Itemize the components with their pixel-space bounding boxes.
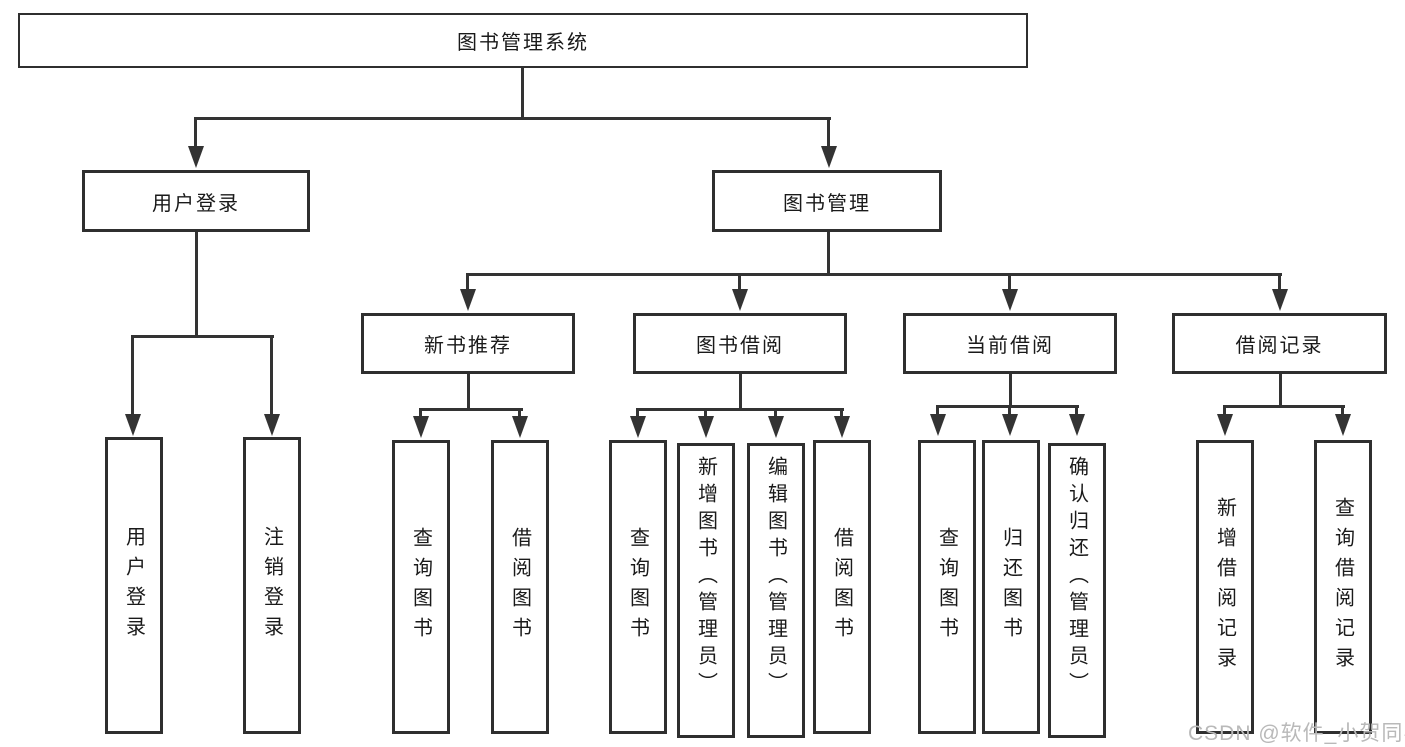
connector-line — [1075, 405, 1078, 419]
connector-line — [195, 117, 831, 120]
connector-line — [270, 335, 273, 417]
arrowhead-icon — [188, 146, 204, 168]
node-book-borrowing: 图书借阅 — [633, 313, 847, 374]
connector-line — [739, 374, 742, 411]
arrowhead-icon — [930, 414, 946, 436]
arrowhead-icon — [698, 416, 714, 438]
leaf-label: 查询图书 — [409, 527, 432, 647]
arrowhead-icon — [512, 416, 528, 438]
connector-line — [1224, 405, 1345, 408]
node-current-borrowing: 当前借阅 — [903, 313, 1117, 374]
arrowhead-icon — [413, 416, 429, 438]
connector-line — [194, 117, 197, 150]
leaf-query-borrow-record: 查询借阅记录 — [1314, 440, 1372, 734]
leaf-query-books: 查询图书 — [609, 440, 667, 734]
leaf-return-books: 归还图书 — [982, 440, 1040, 734]
leaf-add-books-admin: 新增图书（管理员） — [677, 443, 735, 738]
arrowhead-icon — [1272, 289, 1288, 311]
connector-line — [466, 273, 469, 292]
arrowhead-icon — [1217, 414, 1233, 436]
connector-line — [131, 335, 134, 417]
leaf-label: 注销登录 — [260, 525, 283, 646]
connector-line — [1223, 405, 1226, 419]
leaf-query-books: 查询图书 — [918, 440, 976, 734]
leaf-label: 新增借阅记录 — [1213, 497, 1236, 677]
arrowhead-icon — [1069, 414, 1085, 436]
arrowhead-icon — [630, 416, 646, 438]
node-root-system: 图书管理系统 — [18, 13, 1028, 68]
connector-line — [1008, 405, 1011, 419]
connector-line — [827, 117, 830, 150]
leaf-label: 查询图书 — [626, 527, 649, 647]
connector-line — [195, 232, 198, 338]
leaf-borrow-books: 借阅图书 — [491, 440, 549, 734]
connector-line — [1009, 374, 1012, 408]
connector-line — [1341, 405, 1344, 419]
node-book-management: 图书管理 — [712, 170, 942, 232]
leaf-label: 查询借阅记录 — [1331, 497, 1354, 677]
arrowhead-icon — [1002, 289, 1018, 311]
connector-line — [704, 408, 707, 419]
leaf-label: 用户登录 — [122, 525, 145, 646]
leaf-logout: 注销登录 — [243, 437, 301, 734]
connector-line — [467, 273, 1282, 276]
arrowhead-icon — [264, 414, 280, 436]
leaf-label: 新增图书（管理员） — [694, 456, 717, 699]
leaf-query-books: 查询图书 — [392, 440, 450, 734]
connector-line — [840, 408, 843, 419]
connector-line — [521, 67, 524, 120]
arrowhead-icon — [125, 414, 141, 436]
leaf-edit-books-admin: 编辑图书（管理员） — [747, 443, 805, 738]
leaf-label: 归还图书 — [999, 527, 1022, 647]
leaf-user-login: 用户登录 — [105, 437, 163, 734]
connector-line — [1279, 374, 1282, 408]
connector-line — [1278, 273, 1281, 292]
node-user-login: 用户登录 — [82, 170, 310, 232]
leaf-label: 借阅图书 — [508, 527, 531, 647]
arrowhead-icon — [460, 289, 476, 311]
connector-line — [774, 408, 777, 419]
arrowhead-icon — [768, 416, 784, 438]
connector-line — [738, 273, 741, 292]
arrowhead-icon — [834, 416, 850, 438]
leaf-label: 借阅图书 — [830, 527, 853, 647]
arrowhead-icon — [1335, 414, 1351, 436]
connector-line — [132, 335, 274, 338]
connector-line — [420, 408, 523, 411]
leaf-borrow-books: 借阅图书 — [813, 440, 871, 734]
leaf-label: 查询图书 — [935, 527, 958, 647]
connector-line — [1008, 273, 1011, 292]
leaf-label: 确认归还（管理员） — [1065, 456, 1088, 699]
leaf-add-borrow-record: 新增借阅记录 — [1196, 440, 1254, 734]
connector-line — [518, 408, 521, 419]
connector-line — [636, 408, 639, 419]
arrowhead-icon — [1002, 414, 1018, 436]
connector-line — [936, 405, 939, 419]
connector-line — [419, 408, 422, 419]
connector-line — [637, 408, 844, 411]
connector-line — [467, 374, 470, 411]
leaf-label: 编辑图书（管理员） — [764, 456, 787, 699]
node-borrowing-records: 借阅记录 — [1172, 313, 1387, 374]
connector-line — [827, 232, 830, 276]
leaf-confirm-return-admin: 确认归还（管理员） — [1048, 443, 1106, 738]
node-new-book-recommend: 新书推荐 — [361, 313, 575, 374]
csdn-watermark: CSDN @软件_小贺同学 — [1188, 722, 1405, 745]
arrowhead-icon — [732, 289, 748, 311]
arrowhead-icon — [821, 146, 837, 168]
